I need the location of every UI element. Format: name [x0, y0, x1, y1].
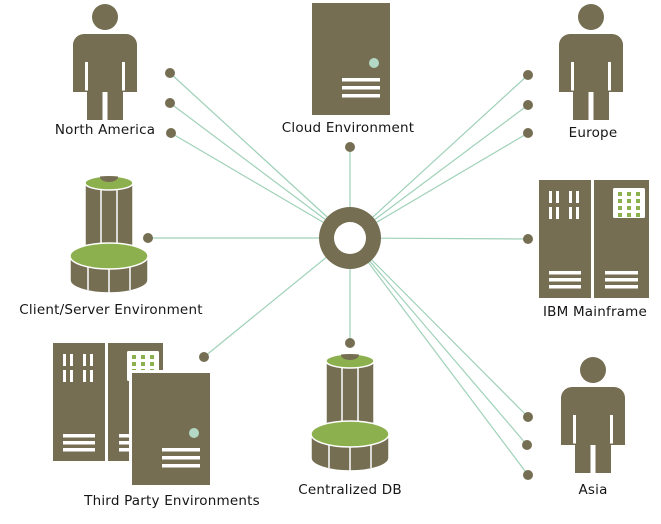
ring-hub-icon — [319, 207, 381, 269]
node-label-cloud: Cloud Environment — [281, 120, 415, 136]
connection-line — [349, 237, 529, 476]
node-label-north-america: North America — [54, 122, 156, 138]
connection-line — [349, 132, 529, 239]
connection-line — [349, 237, 528, 446]
connection-dot — [199, 352, 209, 362]
connection-line — [169, 72, 351, 239]
connection-dot — [143, 233, 153, 243]
connection-line — [349, 104, 529, 239]
mainframe-and-server-icon — [53, 343, 216, 493]
node-label-third-party: Third Party Environments — [84, 493, 260, 509]
connection-dot — [345, 338, 355, 348]
node-label-client-server: Client/Server Environment — [19, 302, 203, 318]
connection-dot — [165, 98, 175, 108]
node-label-europe: Europe — [568, 125, 618, 141]
person-icon — [73, 4, 137, 120]
connection-line — [349, 237, 529, 418]
connection-dot — [523, 100, 533, 110]
mainframe-icon — [539, 180, 649, 298]
connection-line — [169, 102, 351, 239]
connection-dot — [523, 234, 533, 244]
connection-dot — [345, 142, 355, 152]
connection-line — [349, 74, 529, 239]
connection-dot — [523, 412, 533, 422]
person-icon — [559, 4, 623, 120]
connection-dot — [523, 470, 533, 480]
server-tower-icon — [132, 373, 210, 485]
server-tower-icon — [312, 3, 390, 115]
connection-dot — [523, 70, 533, 80]
node-label-ibm-mainframe: IBM Mainframe — [542, 304, 648, 320]
node-label-asia: Asia — [578, 482, 608, 498]
person-icon — [561, 357, 625, 473]
db-tower-icon — [311, 350, 389, 471]
connection-line — [203, 237, 351, 358]
node-label-centralized-db: Centralized DB — [298, 482, 402, 498]
db-tower-icon — [70, 172, 148, 293]
connection-dot — [522, 440, 532, 450]
connection-line — [170, 132, 351, 239]
connection-dot — [165, 68, 175, 78]
connection-dot — [166, 128, 176, 138]
connection-dot — [523, 128, 533, 138]
connection-dots — [143, 68, 533, 480]
